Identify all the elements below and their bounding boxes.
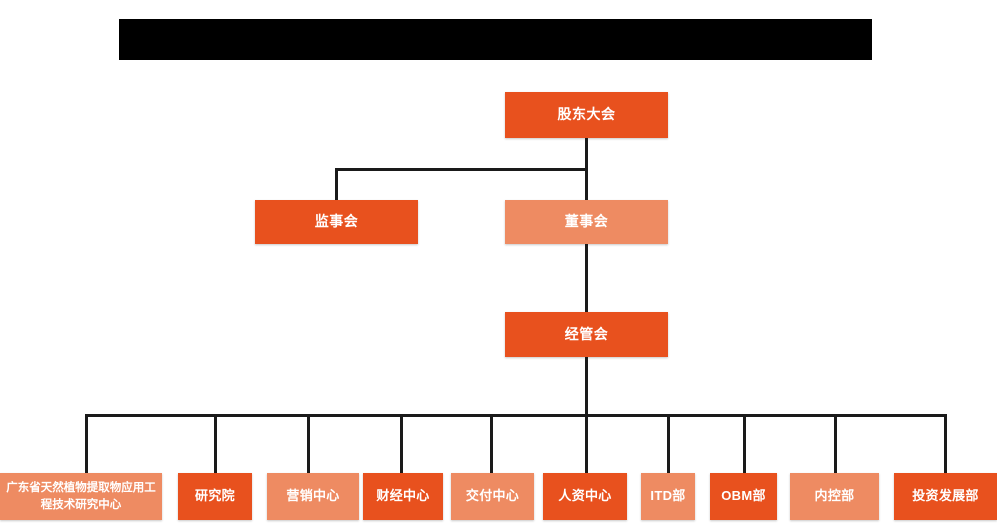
connector-board-down [585,168,588,201]
node-department-7-label: OBM部 [721,488,766,504]
node-department-1[interactable]: 研究院 [178,473,252,520]
node-department-5[interactable]: 人资中心 [543,473,627,520]
connector-drop-3 [307,414,310,473]
node-shareholders-meeting-label: 股东大会 [557,106,616,123]
node-department-0-label: 广东省天然植物提取物应用工程技术研究中心 [6,482,156,511]
connector-departments-bar [85,414,946,417]
connector-supervisory-down [335,168,338,201]
connector-drop-1 [85,414,88,473]
connector-drop-9 [834,414,837,473]
title-banner [119,19,872,60]
node-shareholders-meeting[interactable]: 股东大会 [505,92,668,138]
connector-drop-8 [743,414,746,473]
node-supervisory-board-label: 监事会 [314,213,359,230]
node-supervisory-board[interactable]: 监事会 [255,200,418,244]
connector-drop-10 [944,414,947,473]
node-department-0[interactable]: 广东省天然植物提取物应用工程技术研究中心 [0,473,162,520]
node-department-7[interactable]: OBM部 [710,473,777,520]
node-department-3-label: 财经中心 [376,488,430,504]
connector-level1-bar [335,168,587,171]
node-department-1-label: 研究院 [195,488,235,504]
connector-drop-5 [490,414,493,473]
node-management-committee[interactable]: 经管会 [505,312,668,357]
node-board-of-directors[interactable]: 董事会 [505,200,668,244]
node-department-2[interactable]: 营销中心 [267,473,359,520]
connector-drop-4 [400,414,403,473]
node-department-6-label: ITD部 [650,488,686,504]
node-department-9-label: 投资发展部 [912,488,979,504]
node-department-5-label: 人资中心 [558,488,612,504]
connector-board-to-management [585,244,588,312]
node-board-of-directors-label: 董事会 [564,213,609,230]
node-department-4-label: 交付中心 [465,488,520,504]
node-department-3[interactable]: 财经中心 [363,473,443,520]
node-management-committee-label: 经管会 [564,325,609,342]
node-department-6[interactable]: ITD部 [641,473,695,520]
node-department-9[interactable]: 投资发展部 [894,473,997,520]
connector-drop-7 [667,414,670,473]
node-department-2-label: 营销中心 [286,488,340,504]
connector-drop-2 [214,414,217,473]
connector-management-down [585,357,588,415]
node-department-8-label: 内控部 [814,488,855,504]
node-department-8[interactable]: 内控部 [790,473,879,520]
connector-shareholders-down [585,138,588,170]
connector-drop-6 [585,414,588,473]
node-department-4[interactable]: 交付中心 [451,473,534,520]
